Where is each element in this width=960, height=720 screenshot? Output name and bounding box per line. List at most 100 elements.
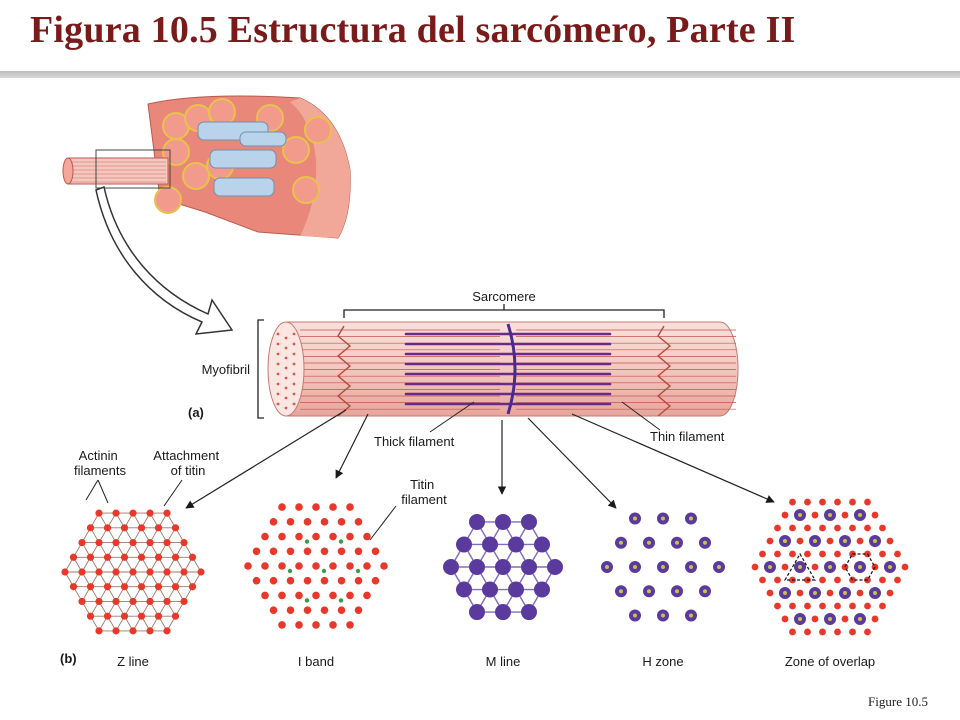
actin-filament (329, 621, 337, 629)
actin-filament (751, 563, 759, 571)
actin-filament (856, 537, 864, 545)
actin-filament (120, 553, 129, 561)
titin-filament-pointer (369, 505, 397, 541)
myosin-core (843, 539, 847, 544)
actin-filament (154, 583, 163, 591)
z-disc (336, 325, 352, 417)
actin-filament (804, 550, 811, 558)
actin-filament (286, 518, 295, 526)
myosin-filament (469, 513, 485, 530)
myosin-core (689, 613, 693, 618)
actin-filament (146, 597, 154, 606)
actin-filament (894, 550, 901, 558)
myosin-core (689, 516, 693, 521)
end-dot (284, 376, 288, 380)
actin-filament (103, 524, 112, 532)
actin-filament (269, 547, 278, 556)
actin-filament (112, 597, 120, 606)
actin-filament (120, 583, 129, 591)
actin-filament (337, 576, 346, 585)
actin-filament (819, 628, 826, 636)
actin-filament (354, 518, 363, 526)
actin-filament (78, 568, 86, 576)
actin-filament (112, 568, 120, 576)
actin-filament (171, 583, 180, 591)
titin-filament (287, 568, 293, 574)
actin-filament (811, 511, 819, 519)
actin-filament (312, 503, 320, 511)
myosin-filament (456, 536, 472, 553)
actin-filament (781, 615, 789, 623)
myosin-filament (456, 581, 472, 598)
end-dot (276, 362, 280, 366)
actin-filament (886, 537, 894, 545)
actin-filament (834, 524, 841, 532)
thick-filament-label: Thick filament (374, 434, 455, 449)
actin-filament (804, 498, 811, 506)
actin-filament (86, 612, 95, 620)
actin-filament (295, 591, 303, 600)
myofibril-end-circle (208, 98, 236, 126)
myosin-filament (508, 536, 524, 553)
actin-filament (103, 583, 112, 591)
actin-filament (819, 524, 826, 532)
actin-filament (163, 538, 171, 547)
actin-filament (154, 612, 163, 620)
myofibril-end-circle (292, 176, 320, 204)
actin-filament (278, 532, 286, 541)
actin-filament (901, 563, 909, 571)
actin-filament (804, 628, 811, 636)
actin-filament (354, 606, 363, 614)
actin-filament (303, 518, 312, 526)
end-dot (292, 392, 296, 396)
actin-filament (188, 553, 197, 561)
actin-filament (312, 532, 320, 541)
actin-filament (154, 553, 163, 561)
myofibril-end-circle (282, 136, 310, 164)
thick-filament-pointer (429, 401, 475, 433)
actin-filament (819, 602, 826, 610)
end-dot (284, 346, 288, 350)
myosin-core (858, 513, 862, 518)
actin-filament (154, 524, 163, 532)
actin-filament (69, 583, 78, 591)
end-dot (284, 406, 288, 410)
actin-filament (886, 589, 894, 597)
cross-section-z-line (61, 509, 205, 635)
actin-filament (163, 568, 171, 576)
actin-filament (278, 621, 286, 629)
actin-filament (871, 511, 879, 519)
actin-filament (834, 602, 841, 610)
actin-filament (841, 615, 849, 623)
actin-filament (849, 602, 856, 610)
myosin-core (768, 565, 772, 569)
actin-filament (879, 576, 886, 584)
actin-filament (819, 550, 826, 558)
actin-filament (112, 509, 120, 517)
myofibril-bracket (257, 319, 264, 419)
actin-filament (834, 576, 841, 584)
actin-filament (269, 576, 278, 585)
actin-filament (826, 589, 834, 597)
actin-filament (849, 524, 856, 532)
myosin-core (675, 589, 679, 594)
end-dot (276, 342, 280, 346)
actin-filament (261, 562, 269, 570)
actin-filament (286, 606, 295, 614)
myosin-filament (534, 536, 550, 553)
actin-filament (197, 568, 205, 576)
myosin-filament (495, 513, 511, 530)
actin-filament (112, 627, 120, 635)
actin-filament (346, 591, 354, 600)
actin-filament (789, 628, 796, 636)
actin-filament (819, 576, 826, 584)
actin-filament (329, 503, 337, 511)
triangle-outline (783, 552, 817, 581)
actin-filament (346, 562, 354, 570)
myosin-core (633, 613, 637, 618)
end-dot (292, 352, 296, 356)
end-dot (292, 332, 296, 336)
part-a-label: (a) (188, 405, 204, 420)
actin-filament (363, 532, 371, 541)
actin-filament (261, 591, 269, 600)
